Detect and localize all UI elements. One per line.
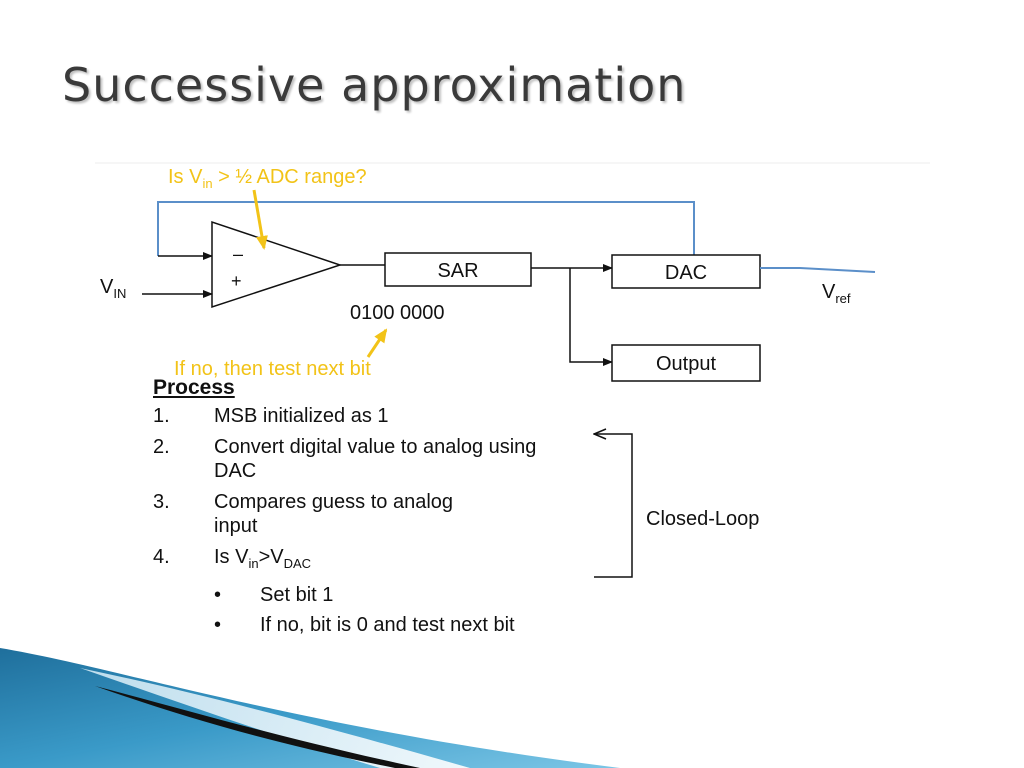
sar-block — [384, 252, 532, 287]
dac-block — [611, 254, 761, 289]
question-arrow — [252, 189, 268, 250]
step-number: 2. — [153, 436, 170, 458]
bullet-text: Set bit 1 — [260, 584, 334, 606]
sar-label: SAR — [437, 260, 478, 282]
process-step: 3. Compares guess to analog input — [150, 490, 570, 538]
process-step: 4. Is Vin>VDAC — [150, 545, 570, 576]
next-bit-arrow — [366, 328, 388, 358]
sub-bullet: • Set bit 1 — [150, 583, 570, 607]
slide-title: Successive approximation — [62, 58, 687, 112]
step-text: Convert digital value to analog using DA… — [214, 436, 537, 482]
step-text-part: Is V — [214, 546, 249, 568]
closed-loop-bracket — [594, 434, 633, 578]
step-text: Compares guess to analog input — [214, 491, 454, 537]
vin-label: VIN — [100, 276, 126, 301]
output-label: Output — [656, 353, 716, 375]
step-text-part: >V — [258, 546, 284, 568]
bullet-icon: • — [214, 614, 222, 636]
sar-to-output-wire — [569, 268, 613, 366]
closed-loop-label: Closed-Loop — [646, 508, 759, 530]
feedback-loop-line — [157, 201, 695, 256]
comparator-question: Is Vin > ½ ADC range? — [168, 166, 367, 191]
process-heading: Process — [153, 376, 235, 399]
vref-line — [760, 267, 876, 273]
step-number: 4. — [153, 546, 170, 568]
step-subscript: in — [248, 556, 259, 571]
bullet-text: If no, bit is 0 and test next bit — [260, 614, 515, 636]
step-number: 1. — [153, 405, 170, 427]
step-number: 3. — [153, 491, 170, 513]
step-text: Is Vin>VDAC — [214, 545, 570, 576]
step-subscript: DAC — [283, 556, 312, 571]
output-block — [611, 344, 761, 382]
dac-label: DAC — [665, 262, 707, 284]
process-step: 1. MSB initialized as 1 — [150, 404, 570, 428]
bullet-icon: • — [214, 584, 222, 606]
process-list: Process 1. MSB initialized as 1 2. Conve… — [150, 376, 570, 643]
next-bit-note: If no, then test next bit — [174, 358, 371, 380]
swoosh-light — [80, 668, 470, 768]
sub-bullet: • If no, bit is 0 and test next bit — [150, 613, 570, 637]
comparator — [211, 220, 343, 309]
process-step: 2. Convert digital value to analog using… — [150, 435, 570, 483]
step-text: MSB initialized as 1 — [214, 405, 389, 427]
swoosh-blue — [0, 648, 620, 768]
sar-code: 0100 0000 — [350, 302, 445, 324]
vref-label: Vref — [822, 281, 851, 306]
plus-sign: + — [231, 271, 242, 291]
decorative-corner-swoosh — [0, 648, 620, 768]
minus-sign: – — [233, 244, 243, 264]
